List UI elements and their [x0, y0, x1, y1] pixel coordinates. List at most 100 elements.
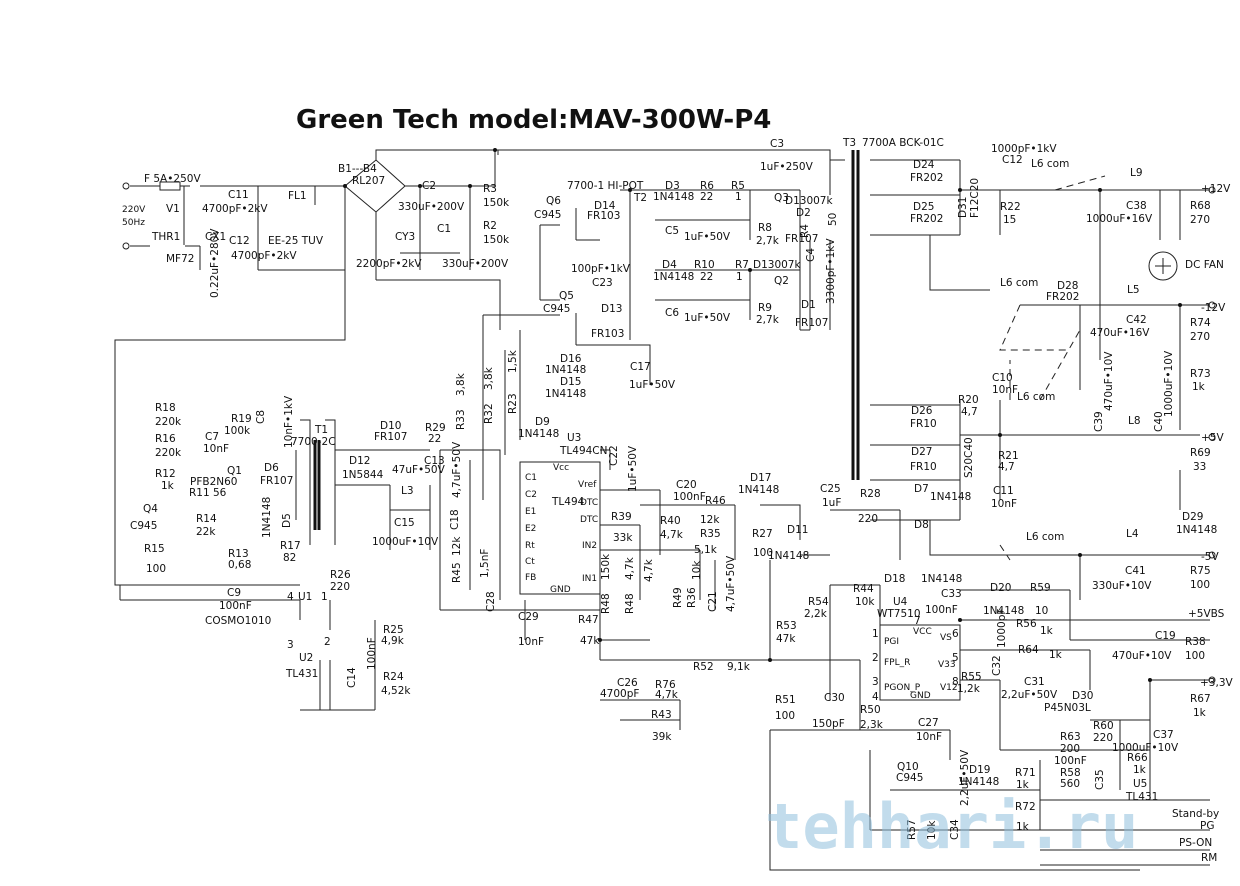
component-label: 2,2uF•50V	[959, 749, 971, 806]
component-label: Q4	[143, 503, 158, 515]
component-label: R23	[507, 393, 519, 414]
component-label: T2	[633, 192, 647, 204]
component-label: 1,5k	[507, 349, 519, 373]
component-label: C11	[993, 485, 1014, 497]
component-label: 33	[1193, 461, 1206, 473]
component-label: Q3	[774, 192, 789, 204]
component-label: 4,7k	[624, 556, 636, 580]
component-label: 1	[736, 271, 743, 283]
component-label: L3	[401, 485, 414, 497]
component-label: 4,7	[961, 406, 978, 418]
component-label: R33	[455, 409, 467, 430]
component-label: U1	[298, 591, 312, 603]
component-label: R13	[228, 548, 249, 560]
component-label: 2,3k	[860, 719, 884, 731]
component-label: C11	[228, 189, 249, 201]
component-label: D11	[787, 524, 808, 536]
ic-pin-number: 4	[872, 691, 879, 703]
component-label: C21	[707, 591, 719, 612]
component-label: C38	[1126, 200, 1147, 212]
component-label: 220	[858, 513, 878, 525]
component-label: R16	[155, 433, 176, 445]
fuse-label: F 5A•250V	[144, 173, 201, 185]
component-label: C12	[229, 235, 250, 247]
component-label: C29	[518, 611, 539, 623]
component-label: C3	[770, 138, 784, 150]
wire-network	[114, 148, 1210, 871]
component-label: +5V	[1201, 432, 1224, 444]
component-label: 1N4148	[738, 484, 779, 496]
ic-pin-label: PGON_P	[884, 683, 921, 693]
component-label: 4,9k	[381, 635, 405, 647]
ic-pin-number: 2	[872, 652, 879, 664]
component-label: D30	[1072, 690, 1093, 702]
diagram-title: Green Tech model:MAV-300W-P4	[296, 105, 771, 135]
component-label: 1000pF•1kV	[991, 143, 1057, 155]
component-label: 100	[753, 547, 773, 559]
component-label: C28	[485, 591, 497, 612]
component-label: R58	[1060, 767, 1081, 779]
component-label: D14	[594, 200, 616, 212]
component-label: 2	[324, 636, 331, 648]
component-label: F12C20	[969, 178, 981, 218]
component-label: R64	[1018, 644, 1039, 656]
component-label: 10nF	[992, 384, 1018, 396]
component-label: R2	[483, 220, 497, 232]
component-label: 2,2k	[804, 608, 828, 620]
component-label: R71	[1015, 767, 1036, 779]
component-label: L9	[1130, 167, 1143, 179]
component-label: D12	[349, 455, 370, 467]
component-label: THR1	[151, 231, 180, 243]
component-label: R46	[705, 495, 726, 507]
component-label: 220	[330, 581, 350, 593]
component-label: D26	[911, 405, 933, 417]
component-label: R49	[672, 587, 684, 608]
component-label: 2,7k	[756, 235, 780, 247]
ic-pin-number: 3	[872, 676, 879, 688]
component-label: R76	[655, 679, 676, 691]
component-label: V1	[166, 203, 180, 215]
component-label: L6 com	[1026, 531, 1064, 543]
component-label: FR202	[1046, 291, 1079, 303]
component-label: L6 com	[1000, 277, 1038, 289]
ic-pin-number: 7	[914, 615, 921, 627]
component-label: R21	[998, 450, 1019, 462]
component-label: 10k	[926, 820, 938, 840]
ic-pin-label: C2	[525, 490, 537, 500]
component-label: R40	[660, 515, 681, 527]
component-label: FR107	[260, 475, 293, 487]
component-label: R56	[1016, 618, 1037, 630]
input-voltage-label: 220V	[122, 205, 146, 215]
component-label: 56	[213, 487, 227, 499]
component-label: C20	[676, 479, 697, 491]
component-label: U2	[299, 652, 313, 664]
component-label: C35	[1094, 769, 1106, 790]
component-label: R10	[694, 259, 715, 271]
component-label: 150k	[483, 234, 510, 246]
ic-pin-label: V12	[940, 683, 958, 693]
component-label: C1	[437, 223, 451, 235]
component-label: 10	[1035, 605, 1048, 617]
component-label: R48	[624, 593, 636, 614]
component-label: R75	[1190, 565, 1211, 577]
component-label: R27	[752, 528, 773, 540]
component-label: 7700-2C	[291, 436, 336, 448]
component-label: L4	[1126, 528, 1139, 540]
component-label: 1,5nF	[479, 549, 491, 578]
component-label: 1N4148	[261, 497, 273, 538]
component-label: D7	[914, 483, 929, 495]
component-label: FR107	[374, 431, 407, 443]
component-label: FR10	[910, 461, 937, 473]
component-label: C4	[805, 248, 817, 262]
component-label: EE-25 TUV	[268, 235, 324, 247]
component-label: 100	[1190, 579, 1210, 591]
component-label: L5	[1127, 284, 1140, 296]
component-label: R6	[700, 180, 714, 192]
component-label: R74	[1190, 317, 1211, 329]
component-label: FR10	[910, 418, 937, 430]
component-label: 100k	[224, 425, 251, 437]
ic-pin-number: 6	[952, 628, 959, 640]
component-label: 1k	[161, 480, 175, 492]
